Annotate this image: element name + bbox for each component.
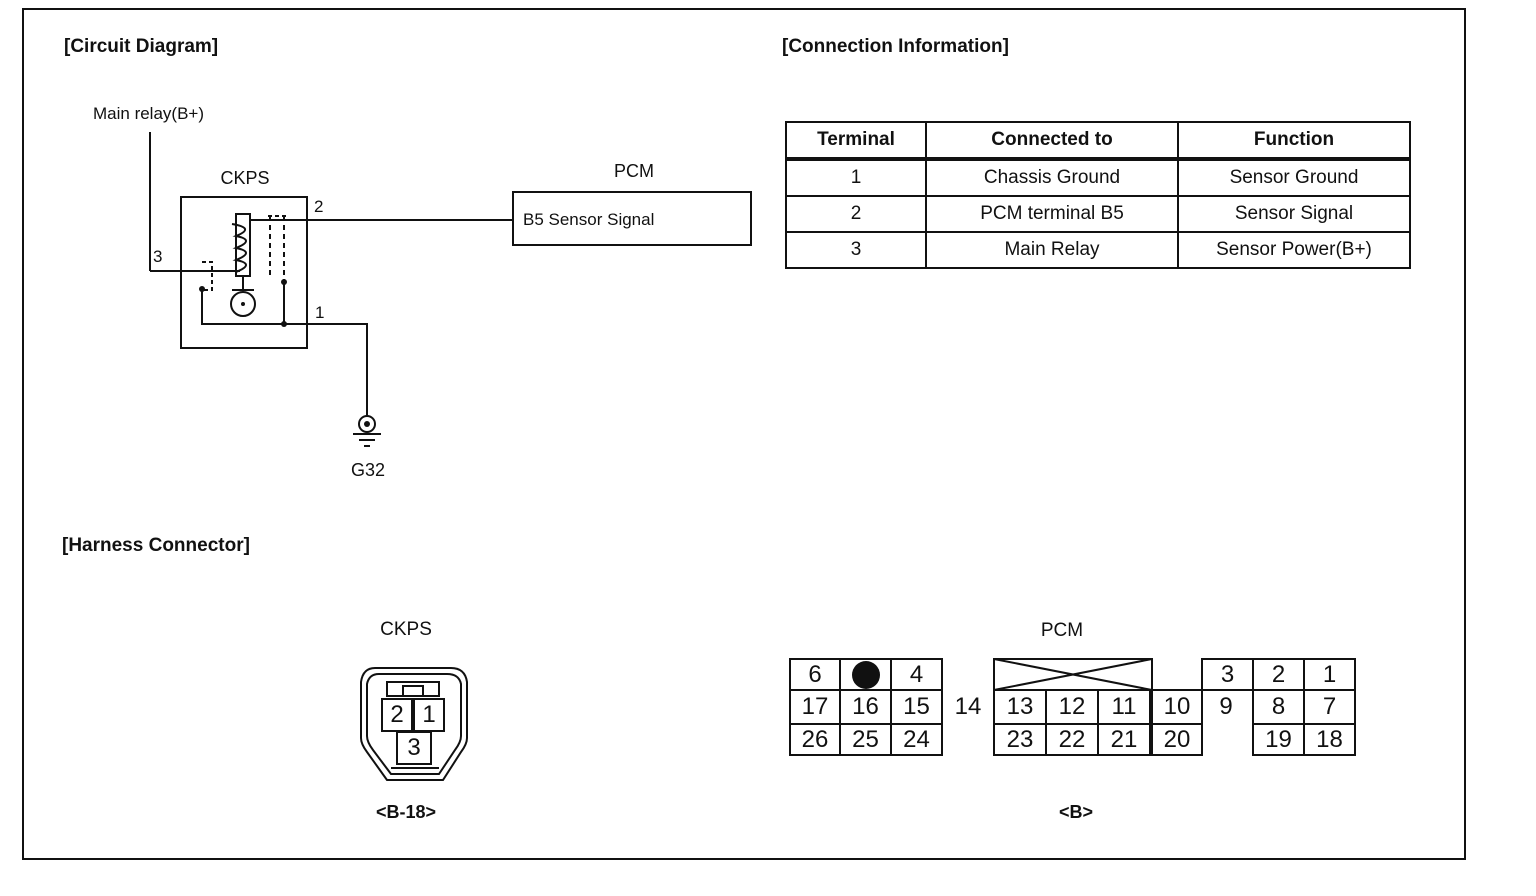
pcm-pin-2: 2	[1252, 658, 1305, 691]
pcm-pin-6: 6	[789, 658, 841, 691]
diagram-frame	[22, 8, 1466, 860]
header-terminal: Terminal	[785, 121, 927, 160]
ckps-connector-title: CKPS	[380, 619, 432, 640]
cell-function: Sensor Power(B+)	[1177, 231, 1411, 269]
pcm-pin-19: 19	[1252, 723, 1305, 756]
cell-terminal: 3	[785, 231, 927, 269]
pcm-box	[512, 191, 752, 246]
pcm-blocked-cavity	[993, 658, 1153, 691]
header-connected-to: Connected to	[925, 121, 1179, 160]
terminal-3-label: 3	[153, 247, 163, 266]
pcm-pin-8: 8	[1252, 689, 1305, 725]
cell-connected-to: Main Relay	[925, 231, 1179, 269]
pcm-pin-11: 11	[1097, 689, 1151, 725]
table-row: 3 Main Relay Sensor Power(B+)	[785, 231, 1411, 269]
header-function: Function	[1177, 121, 1411, 160]
ckps-connector-shell	[360, 667, 468, 781]
pcm-pin-13: 13	[993, 689, 1047, 725]
filled-pin-marker	[851, 660, 880, 689]
cell-function: Sensor Signal	[1177, 195, 1411, 233]
shield-dash-small	[202, 261, 213, 291]
pcm-pin-14: 14	[954, 693, 982, 720]
pcm-pin-21: 21	[1097, 723, 1151, 756]
ckps-pin-2: 2	[381, 698, 413, 732]
pcm-pin-4: 4	[890, 658, 943, 691]
pcm-pin-12: 12	[1045, 689, 1099, 725]
terminal-2-label: 2	[314, 197, 324, 216]
coil-winding	[231, 223, 247, 273]
pcm-pin-20: 20	[1151, 723, 1203, 756]
pcm-connector-code: <B>	[1058, 802, 1094, 822]
cell-terminal: 1	[785, 158, 927, 197]
pcm-pin-9: 9	[1219, 693, 1233, 720]
connection-information-title: [Connection Information]	[782, 36, 1009, 57]
table-row: 2 PCM terminal B5 Sensor Signal	[785, 195, 1411, 233]
connection-table: Terminal Connected to Function 1 Chassis…	[785, 121, 1411, 269]
cell-terminal: 2	[785, 195, 927, 233]
pcm-label: PCM	[614, 161, 654, 181]
pcm-pin-18: 18	[1303, 723, 1356, 756]
pcm-pin-17: 17	[789, 689, 841, 725]
cell-connected-to: PCM terminal B5	[925, 195, 1179, 233]
pcm-pin-5-filled	[839, 658, 892, 691]
pcm-pin-23: 23	[993, 723, 1047, 756]
ckps-pin-3: 3	[396, 731, 432, 765]
harness-connector-title: [Harness Connector]	[62, 535, 250, 556]
pcm-pin-10: 10	[1151, 689, 1203, 725]
pcm-connector-title: PCM	[1040, 620, 1084, 641]
cell-connected-to: Chassis Ground	[925, 158, 1179, 197]
cell-function: Sensor Ground	[1177, 158, 1411, 197]
pcm-signal-label: B5 Sensor Signal	[523, 210, 655, 229]
ckps-box	[180, 196, 308, 349]
table-header-row: Terminal Connected to Function	[785, 121, 1411, 160]
terminal-1-label: 1	[315, 303, 325, 322]
pcm-pin-1: 1	[1303, 658, 1356, 691]
pcm-pin-7: 7	[1303, 689, 1356, 725]
reluctor-wheel	[230, 291, 256, 317]
pcm-pin-22: 22	[1045, 723, 1099, 756]
ckps-connector-code: <B-18>	[375, 802, 437, 822]
pcm-pin-25: 25	[839, 723, 892, 756]
circuit-diagram-title: [Circuit Diagram]	[64, 36, 219, 57]
ckps-pin-1: 1	[413, 698, 445, 732]
ground-label: G32	[350, 460, 386, 480]
ground-wire	[284, 323, 368, 416]
table-row: 1 Chassis Ground Sensor Ground	[785, 158, 1411, 197]
ckps-label: CKPS	[220, 168, 270, 188]
main-relay-label: Main relay(B+)	[93, 104, 205, 123]
pcm-pin-15: 15	[890, 689, 943, 725]
pcm-pin-26: 26	[789, 723, 841, 756]
pcm-pin-3: 3	[1201, 658, 1254, 691]
ground-eyelet	[358, 415, 376, 433]
pcm-pin-24: 24	[890, 723, 943, 756]
pcm-pin-16: 16	[839, 689, 892, 725]
